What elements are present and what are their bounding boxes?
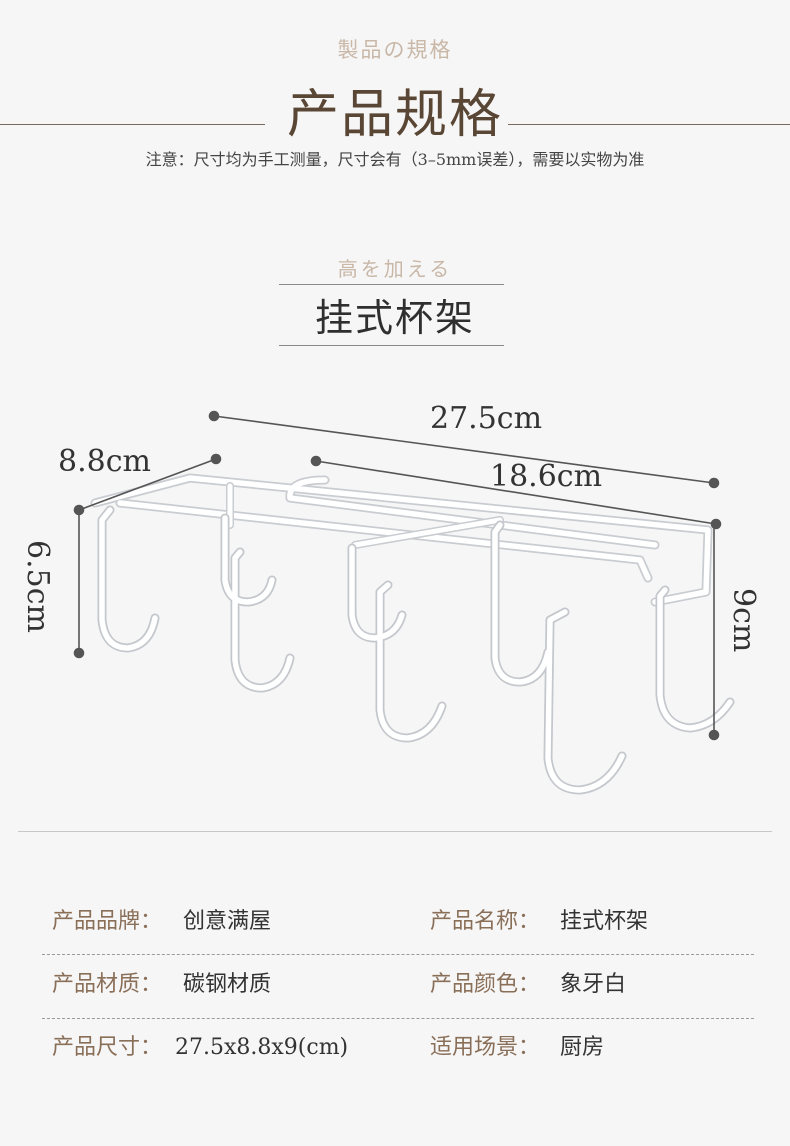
title-line-right — [508, 124, 790, 125]
header-subtitle-jp: 製品の規格 — [337, 38, 453, 62]
spec-value-color: 象牙白 — [560, 972, 627, 997]
spec-value-brand: 创意满屋 — [183, 909, 272, 934]
page-title: 产品规格 — [286, 85, 503, 145]
dim-dot — [708, 729, 720, 741]
spec-row-1: 产品品牌： 创意满屋 产品名称： 挂式杯架 — [42, 911, 754, 975]
spec-label-material: 产品材质： — [52, 972, 163, 997]
dimension-lines — [73, 410, 722, 741]
dim-dot — [708, 477, 720, 489]
spec-value-size: 27.5x8.8x9(cm) — [175, 1035, 349, 1060]
dim-dot — [73, 647, 85, 659]
spec-label-color: 产品颜色： — [430, 972, 541, 997]
spec-divider-2 — [42, 1018, 754, 1019]
spec-value-scene: 厨房 — [560, 1035, 605, 1060]
spec-value-material: 碳钢材质 — [183, 972, 272, 997]
spec-divider-1 — [42, 954, 754, 955]
dim-line-length-inner — [315, 460, 717, 525]
dim-dot — [310, 455, 322, 467]
product-diagram: 27.5cm 18.6cm 8.8cm 6.5cm 9cm — [20, 401, 761, 795]
section-line-top — [279, 284, 504, 285]
dim-label-length-inner: 18.6cm — [490, 459, 602, 494]
spec-label-name: 产品名称： — [430, 909, 541, 934]
spec-row-3: 产品尺寸： 27.5x8.8x9(cm) 适用场景： 厨房 — [42, 1037, 754, 1101]
dim-label-height-right: 9cm — [726, 588, 761, 652]
dim-line-depth — [78, 458, 217, 511]
spec-label-brand: 产品品牌： — [52, 909, 163, 934]
dim-label-depth: 8.8cm — [58, 444, 151, 479]
dim-dot — [208, 410, 220, 422]
measurement-notice: 注意：尺寸均为手工测量，尺寸会有（3–5mm误差），需要以实物为准 — [145, 150, 645, 169]
spec-label-size: 产品尺寸： — [52, 1035, 163, 1060]
dim-dot — [710, 518, 722, 530]
dim-line-length-total — [213, 415, 715, 484]
section-line-bottom — [279, 345, 504, 346]
dim-label-length-total: 27.5cm — [430, 401, 542, 436]
title-line-left — [0, 124, 265, 125]
section-title: 挂式杯架 — [314, 296, 475, 340]
dim-label-height-left: 6.5cm — [20, 540, 55, 633]
section-subtitle-jp: 高を加える — [337, 257, 453, 281]
dim-dot — [210, 453, 222, 465]
section-divider — [18, 831, 772, 832]
cup-rack-illustration — [90, 473, 735, 795]
spec-value-name: 挂式杯架 — [560, 909, 649, 934]
spec-label-scene: 适用场景： — [430, 1035, 541, 1060]
spec-row-2: 产品材质： 碳钢材质 产品颜色： 象牙白 — [42, 974, 754, 1038]
